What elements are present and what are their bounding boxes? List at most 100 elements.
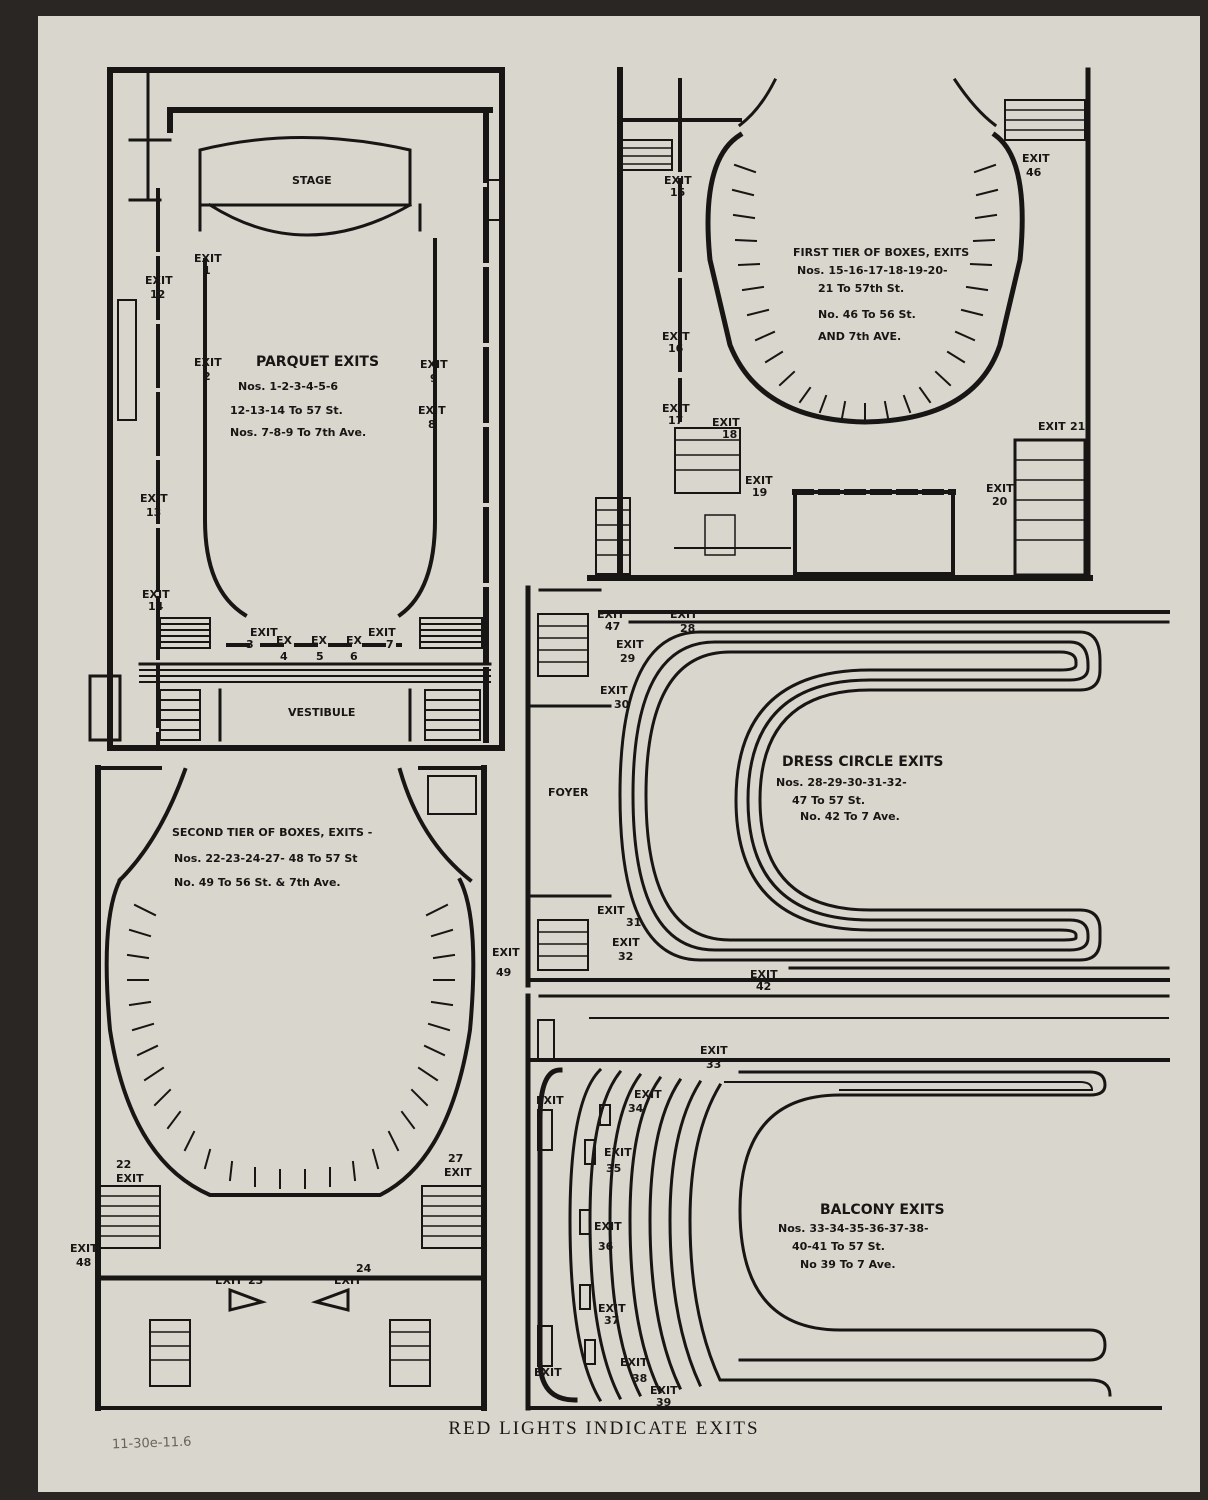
exit-14-word: EXIT <box>142 588 170 601</box>
exit-3-number: 3 <box>246 638 254 651</box>
exit-30-number: 30 <box>614 698 630 711</box>
exit-32-number: 32 <box>618 950 633 963</box>
first-tier-line4: No. 46 To 56 St. <box>818 308 916 321</box>
foyer-label: FOYER <box>548 786 589 799</box>
exit-13-word: EXIT <box>140 492 168 505</box>
parquet-plan <box>88 67 505 751</box>
exit-17-word: EXIT <box>662 402 690 415</box>
exit-8-number: 8 <box>428 418 436 431</box>
exit-36-number: 36 <box>598 1240 614 1253</box>
exit-9-number: 9 <box>430 372 438 385</box>
exit-29-word: EXIT <box>616 638 644 651</box>
stage <box>198 136 412 207</box>
exit-17-number: 17 <box>668 414 683 427</box>
exit-21-word: EXIT <box>1038 420 1066 433</box>
exit-29-number: 29 <box>620 652 635 665</box>
exit-27-word: EXIT <box>444 1166 472 1179</box>
exit-2-number: 2 <box>203 370 211 383</box>
exit-1-number: 1 <box>203 264 211 277</box>
exit-24-word: EXIT <box>334 1274 362 1287</box>
exit-2-word: EXIT <box>194 356 222 369</box>
balcony-line1: Nos. 33-34-35-36-37-38- <box>778 1222 929 1235</box>
exit-16-word: EXIT <box>662 330 690 343</box>
exit-35-number: 35 <box>606 1162 621 1175</box>
dress-circle-line2: 47 To 57 St. <box>792 794 865 807</box>
exit-8-word: EXIT <box>418 404 446 417</box>
exit-49-number: 49 <box>496 966 511 979</box>
first-tier-horseshoe <box>705 131 1025 425</box>
parquet-outer-wall <box>107 67 505 751</box>
exit-39-number: 39 <box>656 1396 671 1409</box>
second-tier-line1: SECOND TIER OF BOXES, EXITS - <box>172 826 372 839</box>
exit-33-number: 33 <box>706 1058 721 1071</box>
dress-circle-plan <box>525 585 1170 988</box>
caption: RED LIGHTS INDICATE EXITS <box>448 1418 760 1439</box>
balcony-plan <box>525 993 1170 1411</box>
balcony-line3: No 39 To 7 Ave. <box>800 1258 896 1271</box>
exit-42-word: EXIT <box>750 968 778 981</box>
exit-28-number: 28 <box>680 622 695 635</box>
exit-3-word: EXIT <box>250 626 278 639</box>
second-tier-line3: No. 49 To 56 St. & 7th Ave. <box>174 876 341 889</box>
parquet-line3: Nos. 7-8-9 To 7th Ave. <box>230 426 366 439</box>
exit-47-number: 47 <box>605 620 620 633</box>
pencil-note: 11-30e-11.6 <box>111 1434 192 1453</box>
exit-4-number: 4 <box>280 650 288 663</box>
exit-48-word: EXIT <box>70 1242 98 1255</box>
exit-31-number: 31 <box>626 916 641 929</box>
exit-38-word: EXIT <box>620 1356 648 1369</box>
exit-23-word: EXIT <box>215 1274 243 1287</box>
exit-16-number: 16 <box>668 342 684 355</box>
first-tier-plan <box>587 67 1093 581</box>
exit-37-word: EXIT <box>598 1302 626 1315</box>
exit-34-number: 34 <box>628 1102 644 1115</box>
exit-14-number: 14 <box>148 600 164 613</box>
dress-circle-line3: No. 42 To 7 Ave. <box>800 810 900 823</box>
exit-39-word: EXIT <box>650 1384 678 1397</box>
exit-31-word: EXIT <box>597 904 625 917</box>
exit-33-word: EXIT <box>700 1044 728 1057</box>
first-tier-line3: 21 To 57th St. <box>818 282 904 295</box>
balcony-line2: 40-41 To 57 St. <box>792 1240 885 1253</box>
exit-46-word: EXIT <box>1022 152 1050 165</box>
balcony-exit-upper: EXIT <box>536 1094 564 1107</box>
exit-4-word: EX <box>276 634 293 647</box>
exit-19-word: EXIT <box>745 474 773 487</box>
exit-38-number: 38 <box>632 1372 647 1385</box>
exit-7-number: 7 <box>386 638 394 651</box>
exit-21-number: 21 <box>1070 420 1085 433</box>
exit-6-word: EX <box>346 634 363 647</box>
exit-49-word: EXIT <box>492 946 520 959</box>
dress-circle-title: DRESS CIRCLE EXITS <box>782 754 943 770</box>
balcony-title: BALCONY EXITS <box>820 1202 945 1218</box>
dress-circle-line1: Nos. 28-29-30-31-32- <box>776 776 907 789</box>
exit-20-word: EXIT <box>986 482 1014 495</box>
parquet-line1: Nos. 1-2-3-4-5-6 <box>238 380 338 393</box>
exit-18-word: EXIT <box>712 416 740 429</box>
exit-22-word: EXIT <box>116 1172 144 1185</box>
parquet-title: PARQUET EXITS <box>256 354 379 370</box>
exit-20-number: 20 <box>992 495 1008 508</box>
exit-7-word: EXIT <box>368 626 396 639</box>
exit-47-word: EXIT <box>597 608 625 621</box>
first-tier-line2: Nos. 15-16-17-18-19-20- <box>797 264 948 277</box>
exit-22-number: 22 <box>116 1158 131 1171</box>
vestibule-label: VESTIBULE <box>288 706 355 719</box>
exit-12-word: EXIT <box>145 274 173 287</box>
first-tier-boxes <box>731 163 999 421</box>
balcony-exit-lower: EXIT <box>534 1366 562 1379</box>
exit-48-number: 48 <box>76 1256 91 1269</box>
exit-28-word: EXIT <box>670 608 698 621</box>
stage-label: STAGE <box>292 174 332 187</box>
first-tier-line1: FIRST TIER OF BOXES, EXITS <box>793 246 969 259</box>
exit-18-number: 18 <box>722 428 737 441</box>
first-tier-line5: AND 7th AVE. <box>818 330 901 343</box>
second-tier-boxes <box>126 903 456 1189</box>
exit-24-number: 24 <box>356 1262 372 1275</box>
parquet-stairs <box>159 617 483 741</box>
exit-1-word: EXIT <box>194 252 222 265</box>
exit-6-number: 6 <box>350 650 358 663</box>
exit-30-word: EXIT <box>600 684 628 697</box>
